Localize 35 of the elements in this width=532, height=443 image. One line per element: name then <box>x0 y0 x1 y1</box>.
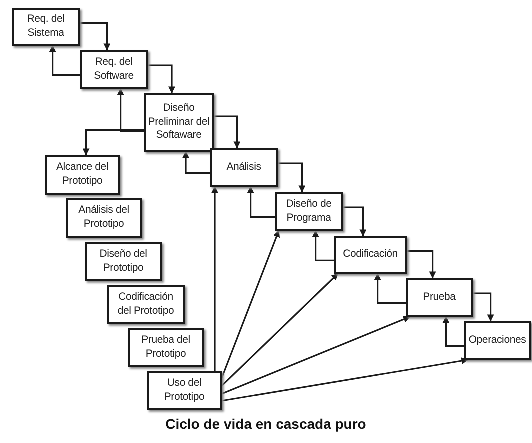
process-box: Alcance del Prototipo <box>45 155 120 195</box>
process-box: Uso del Prototipo <box>147 371 222 410</box>
process-box: Diseño de Programa <box>275 192 343 231</box>
arrow <box>278 162 306 193</box>
arrow <box>247 186 275 218</box>
arrow <box>182 151 210 174</box>
arrow <box>148 64 176 94</box>
arrow <box>49 45 80 76</box>
process-box: Diseño Preliminar del Softaware <box>144 93 214 152</box>
arrow <box>343 206 367 237</box>
arrow <box>221 230 280 378</box>
process-box: Análisis del Prototipo <box>66 198 142 238</box>
process-box: Codificación <box>334 236 407 274</box>
process-box: Prueba <box>406 278 473 317</box>
arrow <box>222 358 469 402</box>
process-box: Codificación del Prototipo <box>107 285 185 324</box>
caption: Ciclo de vida en cascada puro <box>164 416 368 432</box>
arrow <box>117 88 144 132</box>
arrow <box>473 292 494 322</box>
process-box: Diseño del Prototipo <box>85 242 162 281</box>
arrow <box>214 116 241 149</box>
arrow <box>212 186 218 371</box>
process-box: Análisis <box>210 148 278 187</box>
arrow <box>407 250 436 279</box>
arrow <box>82 129 144 156</box>
process-box: Operaciones <box>464 321 531 360</box>
arrow <box>374 273 406 304</box>
arrow <box>442 316 464 348</box>
arrow <box>80 22 111 51</box>
process-box: Prueba del Prototipo <box>128 328 204 367</box>
arrow <box>312 230 334 262</box>
arrow <box>222 316 411 395</box>
process-box: Req. del Sistema <box>12 8 80 46</box>
arrow <box>221 273 339 387</box>
process-box: Req. del Software <box>80 50 148 89</box>
